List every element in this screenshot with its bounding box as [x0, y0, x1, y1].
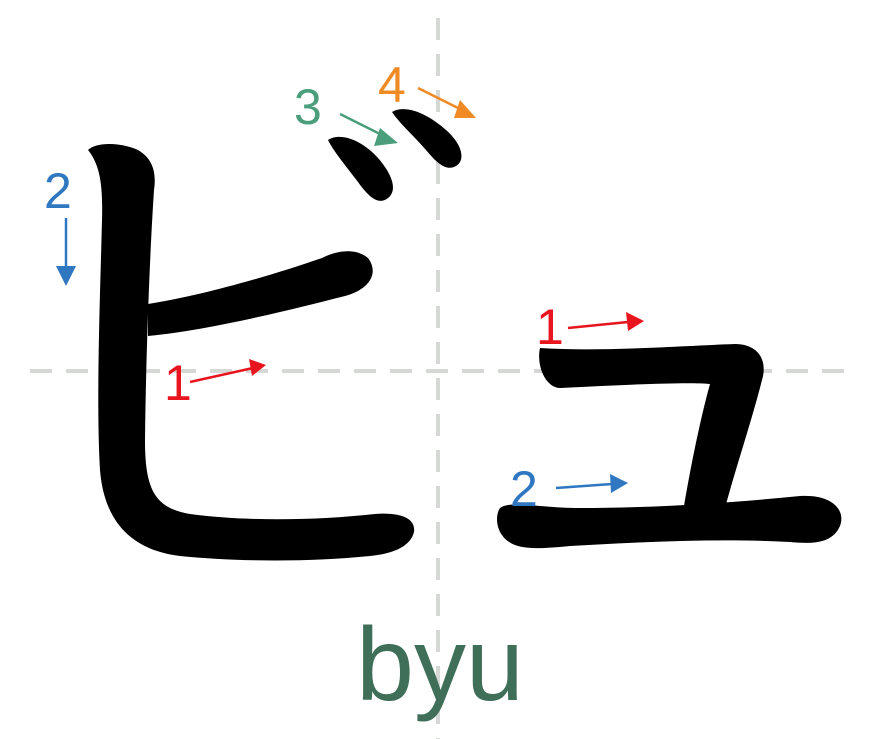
bi-stroke-4-arrowhead	[454, 100, 476, 118]
bi-stroke-1-arrow	[189, 364, 263, 384]
bi-stroke-3-number: 3	[294, 79, 322, 135]
yu-stroke-2-arrow	[555, 482, 613, 490]
bi-stroke-2-arrowhead	[56, 266, 76, 286]
bi-stroke-4-arrow	[417, 86, 463, 112]
bi-stroke-3	[328, 136, 393, 201]
bi-stroke-2	[88, 144, 415, 561]
yu-stroke-2	[497, 495, 842, 549]
bi-stroke-2-number: 2	[44, 163, 72, 219]
bi-stroke-4-number: 4	[378, 57, 406, 113]
yu-stroke-1-arrowhead	[626, 312, 644, 331]
yu-stroke-1-number: 1	[536, 299, 564, 355]
bi-stroke-4	[392, 109, 462, 168]
bi-stroke-1	[148, 251, 373, 336]
bi-stroke-3-arrowhead	[374, 128, 398, 146]
bi-stroke-1-number: 1	[164, 355, 192, 411]
bi-stroke-1-arrowhead	[249, 359, 266, 376]
yu-stroke-2-arrowhead	[610, 474, 628, 493]
yu-stroke-1-arrow	[567, 320, 629, 330]
yu-stroke-2-number: 2	[510, 461, 538, 517]
yu-stroke-1	[539, 344, 764, 512]
bi-stroke-3-arrow	[339, 112, 385, 138]
romaji-label: byu	[356, 607, 524, 723]
